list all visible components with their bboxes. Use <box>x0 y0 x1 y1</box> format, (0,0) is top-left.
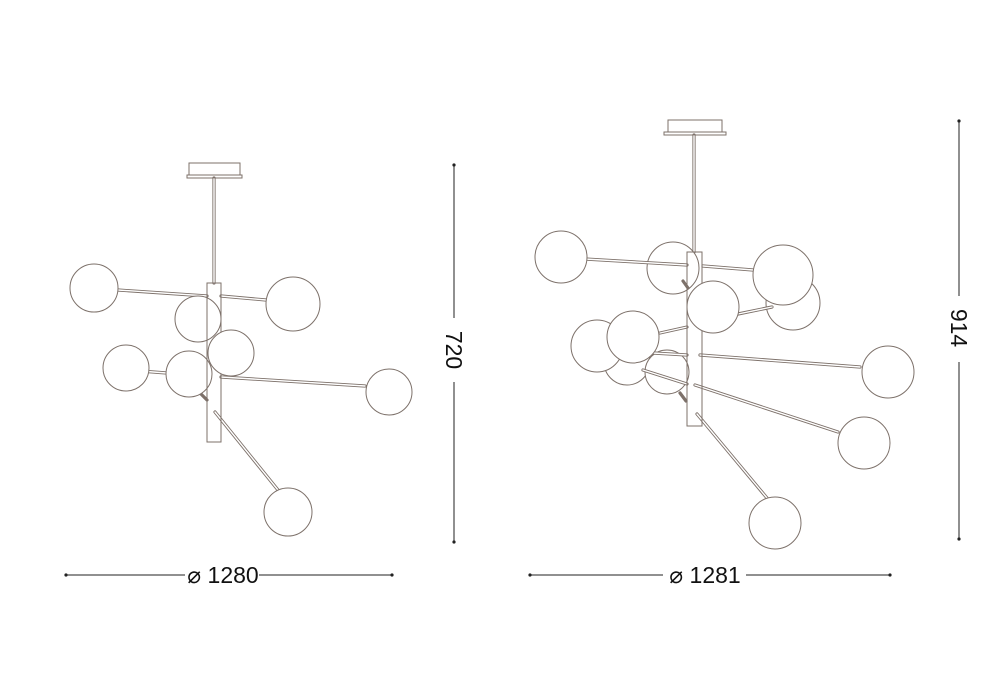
globe <box>748 496 802 550</box>
diameter-dimension: ⌀ 1281 <box>528 562 892 588</box>
globe <box>265 276 321 332</box>
height-label: 720 <box>441 331 467 369</box>
globes <box>69 263 413 537</box>
globe <box>752 244 814 306</box>
globe <box>534 230 588 284</box>
ceiling-canopy <box>663 119 727 136</box>
globe <box>102 344 150 392</box>
globe <box>686 280 740 334</box>
ceiling-canopy <box>186 162 243 179</box>
arms <box>116 288 367 492</box>
globe <box>263 487 313 537</box>
height-label: 914 <box>946 309 972 348</box>
globe <box>861 345 915 399</box>
globe <box>174 295 222 343</box>
arms <box>583 257 862 500</box>
globe <box>207 329 255 377</box>
globe <box>69 263 119 313</box>
central-body <box>686 251 703 427</box>
chandelier-large: 914 ⌀ 1281 <box>528 119 972 588</box>
globe <box>646 241 700 295</box>
diameter-dimension: ⌀ 1280 <box>64 562 394 588</box>
globe <box>606 310 660 364</box>
chandelier-small: 720 ⌀ 1280 <box>64 162 467 588</box>
height-dimension: 914 <box>946 119 972 541</box>
globe <box>837 416 891 470</box>
front-globes <box>534 230 915 550</box>
diameter-label: ⌀ 1281 <box>669 562 740 588</box>
globe <box>165 350 213 398</box>
globe <box>365 368 413 416</box>
diameter-label: ⌀ 1280 <box>187 562 258 588</box>
height-dimension: 720 <box>441 163 467 544</box>
